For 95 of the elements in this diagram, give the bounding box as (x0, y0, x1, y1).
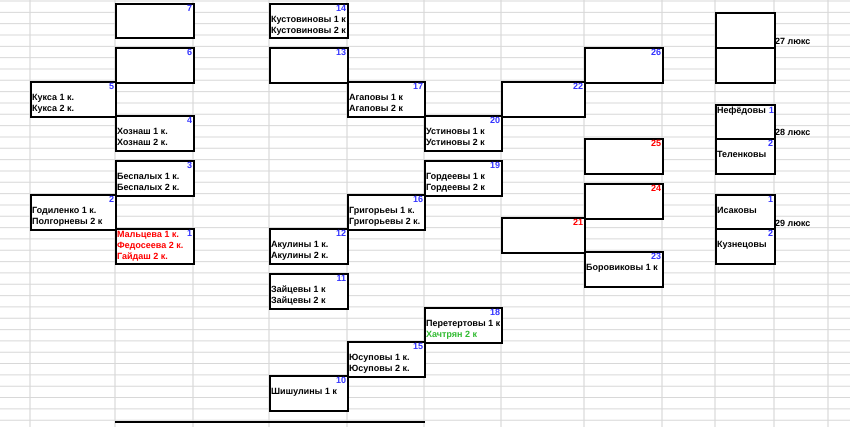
room-number: 24 (650, 183, 661, 194)
occupant-name: Гордеевы 2 к (426, 182, 485, 192)
room-number: 7 (186, 3, 192, 14)
occupant-name: Федосеева 2 к. (117, 240, 184, 250)
occupant-name: Григорьевы 2 к. (349, 216, 420, 226)
occupant-name: Беспалых 1 к. (117, 171, 180, 181)
occupant-name: Перетертовы 1 к (426, 318, 500, 328)
room-box (347, 194, 426, 231)
room-box (715, 194, 776, 231)
room-number: 18 (490, 307, 500, 318)
room-box (715, 228, 776, 265)
room-number: 26 (650, 47, 661, 58)
room-box (115, 228, 195, 265)
room-number: 1 (768, 194, 773, 205)
room-box (501, 217, 586, 254)
occupant-name: Нефёдовы (717, 105, 766, 115)
occupant-name: Кузнецовы (717, 239, 767, 249)
room-number: 20 (490, 115, 500, 126)
occupant-name: Хачтрян 2 к (426, 329, 477, 339)
room-box (30, 194, 117, 231)
room-number: 19 (490, 160, 500, 171)
room-number: 21 (572, 217, 583, 228)
occupant-name: Боровиковы 1 к (586, 262, 658, 272)
occupant-name: Кукса 2 к. (32, 103, 74, 113)
occupant-name: Хознаш 1 к. (117, 126, 168, 136)
occupant-name: Гайдаш 2 к. (117, 251, 168, 261)
occupant-name: Исаковы (717, 205, 757, 215)
room-box (584, 251, 664, 288)
room-box (269, 273, 349, 310)
occupant-name: Юсуповы 2 к. (349, 363, 410, 373)
room-box (269, 228, 349, 265)
room-box (584, 47, 664, 84)
room-number: 13 (336, 47, 346, 58)
occupant-name: Шишулины 1 к (271, 386, 337, 396)
room-number: 17 (412, 81, 423, 92)
occupant-name: Григорьеы 1 к. (349, 205, 415, 215)
occupant-name: Агаповы 2 к (349, 103, 403, 113)
room-number: 2 (768, 138, 773, 149)
room-label: 28 люкс (775, 127, 810, 138)
room-box (115, 3, 195, 39)
room-box (115, 115, 195, 152)
occupant-name: Устиновы 2 к (426, 137, 485, 147)
room-label: 29 люкс (775, 218, 810, 229)
room-number: 25 (650, 138, 661, 149)
room-number: 16 (412, 194, 423, 205)
occupant-name: Беспалых 2 к. (117, 182, 180, 192)
room-box (269, 375, 349, 412)
occupant-name: Акулины 1 к. (271, 239, 328, 249)
occupant-name: Устиновы 1 к (426, 126, 485, 136)
room-box (501, 81, 586, 118)
room-number: 14 (336, 3, 346, 14)
room-number: 2 (768, 228, 773, 239)
room-box (584, 183, 664, 220)
occupant-name: Хознаш 2 к. (117, 137, 168, 147)
room-number: 3 (186, 160, 192, 171)
room-number: 4 (186, 115, 192, 126)
room-box (269, 3, 349, 39)
room-box (715, 138, 776, 175)
room-box (30, 81, 117, 118)
occupant-name: Юсуповы 1 к. (349, 352, 410, 362)
room-box (715, 47, 776, 84)
occupant-name: Зайцевы 2 к (271, 295, 326, 305)
occupant-name: Кустовиновы 2 к (271, 25, 346, 35)
room-number: 15 (412, 341, 423, 352)
occupant-name: Кустовиновы 1 к (271, 14, 346, 24)
room-box (347, 81, 426, 118)
room-number: 10 (336, 375, 346, 386)
room-box (424, 160, 503, 197)
room-box (424, 307, 503, 344)
room-box (715, 104, 776, 141)
room-box (584, 138, 664, 175)
room-box (115, 160, 195, 197)
occupant-name: Гордеевы 1 к (426, 171, 485, 181)
room-number: 1 (186, 228, 192, 239)
room-number: 5 (108, 81, 114, 92)
occupant-name: Мальцева 1 к. (117, 229, 179, 239)
room-box (115, 47, 195, 84)
occupant-name: Зайцевы 1 к (271, 284, 326, 294)
room-number: 23 (650, 251, 661, 262)
occupant-name: Акулины 2 к. (271, 250, 328, 260)
occupant-name: Полгорневы 2 к (32, 216, 102, 226)
room-box (347, 341, 426, 378)
room-number: 22 (572, 81, 583, 92)
room-box (424, 115, 503, 152)
room-number: 12 (336, 228, 346, 239)
room-number: 1 (768, 105, 774, 115)
occupant-name: Годиленко 1 к. (32, 205, 96, 215)
occupant-name: Кукса 1 к. (32, 92, 74, 102)
occupant-name: Агаповы 1 к (349, 92, 403, 102)
room-number: 11 (336, 273, 346, 284)
room-box (715, 12, 776, 50)
room-number: 6 (186, 47, 192, 58)
room-number: 2 (108, 194, 114, 205)
room-box (269, 47, 349, 84)
occupant-name: Теленковы (717, 149, 766, 159)
